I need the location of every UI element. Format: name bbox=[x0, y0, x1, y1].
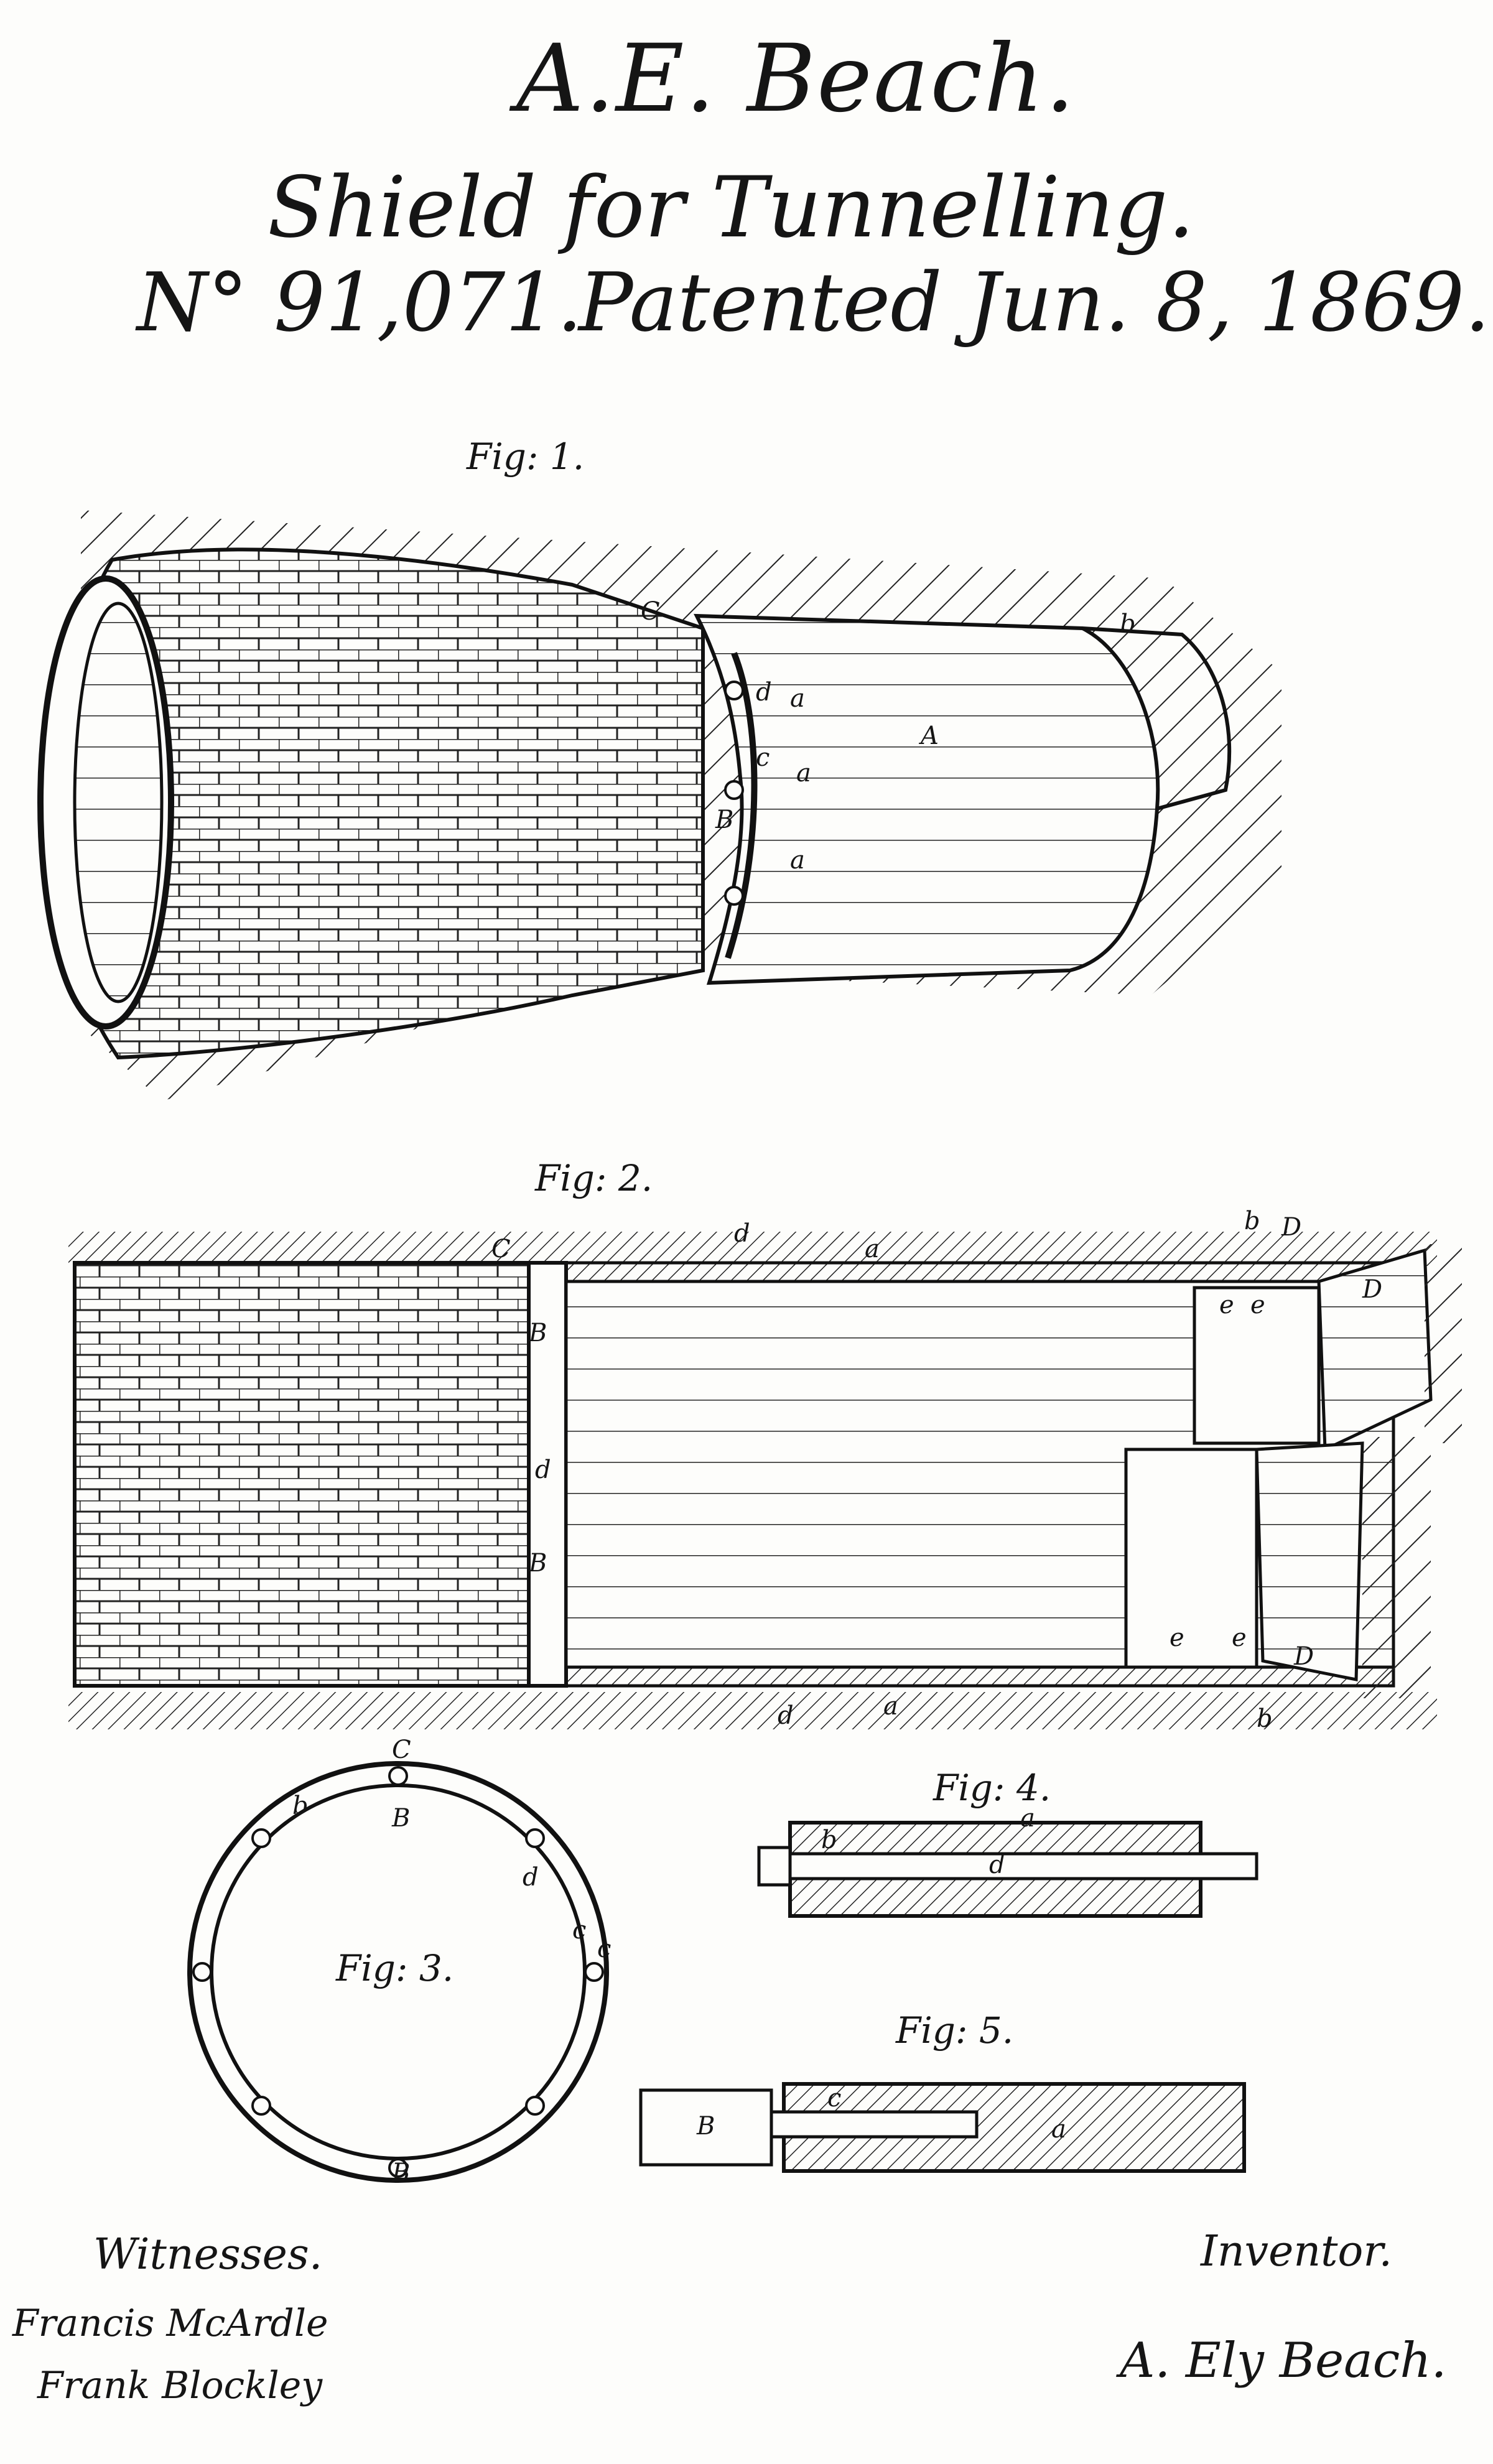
fig2-ref-e3: e bbox=[1170, 1624, 1184, 1652]
fig2-ref-e4: e bbox=[1232, 1624, 1247, 1652]
inventor-label: Inventor. bbox=[1201, 2227, 1393, 2276]
fig5-ref-a: a bbox=[1051, 2115, 1066, 2144]
fig2-lower-cutter bbox=[1255, 1441, 1364, 1682]
fig3-hole-tr bbox=[525, 1828, 545, 1848]
fig2-label: Fig: 2. bbox=[535, 1157, 653, 1199]
patent-date: Patented Jun. 8, 1869. bbox=[579, 255, 1491, 350]
fig3-hole-left bbox=[192, 1962, 212, 1982]
fig1-bolt-3 bbox=[724, 886, 744, 906]
fig4-label: Fig: 4. bbox=[933, 1767, 1051, 1809]
fig3-hole-top bbox=[388, 1766, 408, 1786]
fig2-lower-cutter-plate bbox=[1124, 1448, 1258, 1669]
figure-3 bbox=[187, 1761, 609, 2183]
fig2-ref-b-bot: b bbox=[1257, 1704, 1273, 1733]
invention-title: Shield for Tunnelling. bbox=[267, 159, 1195, 256]
fig2-ref-e1: e bbox=[1219, 1291, 1234, 1319]
fig3-ref-B-bot: B bbox=[392, 2159, 411, 2187]
fig1-shield-front bbox=[1082, 626, 1232, 811]
fig2-top-earth bbox=[68, 1232, 1437, 1266]
fig3-hole-tl bbox=[251, 1828, 271, 1848]
fig2-ref-d-mid: d bbox=[535, 1456, 551, 1484]
figure-2 bbox=[68, 1232, 1462, 1729]
fig1-ref-a2: a bbox=[796, 759, 811, 788]
fig3-hole-bl bbox=[251, 2096, 271, 2116]
fig2-face-earth-upper bbox=[1425, 1244, 1462, 1443]
fig1-bolt-2 bbox=[724, 780, 744, 800]
fig2-top-shell bbox=[564, 1261, 1395, 1283]
fig2-ref-a-top: a bbox=[865, 1235, 880, 1263]
fig3-ref-C: C bbox=[392, 1736, 411, 1764]
fig1-label: Fig: 1. bbox=[467, 435, 585, 478]
figure-5 bbox=[639, 2082, 1246, 2173]
fig3-ref-c: c bbox=[572, 1916, 587, 1945]
fig5-ref-c: c bbox=[827, 2084, 842, 2113]
fig2-ref-d-bot: d bbox=[778, 1701, 794, 1730]
fig2-ref-D-top2: D bbox=[1362, 1275, 1383, 1304]
fig1-ref-B: B bbox=[715, 806, 734, 834]
fig1-bolt-1 bbox=[724, 681, 744, 700]
fig1-ref-b: b bbox=[1120, 610, 1136, 638]
fig3-hole-br bbox=[525, 2096, 545, 2116]
fig1-ref-a1: a bbox=[790, 684, 805, 713]
fig2-ref-D-bot: D bbox=[1294, 1642, 1314, 1671]
fig4-ref-b: b bbox=[821, 1826, 837, 1854]
witness-signature-2: Frank Blockley bbox=[37, 2364, 323, 2407]
witness-signature-1: Francis McArdle bbox=[12, 2302, 328, 2345]
patent-number: N° 91,071. bbox=[137, 255, 583, 350]
fig1-ref-a3: a bbox=[790, 846, 805, 875]
fig4-ref-d: d bbox=[989, 1851, 1005, 1879]
fig5-screw bbox=[770, 2110, 979, 2139]
fig5-label: Fig: 5. bbox=[896, 2009, 1014, 2052]
fig2-ref-B1: B bbox=[529, 1319, 547, 1347]
fig1-tunnel-interior bbox=[73, 602, 164, 1003]
fig4-rod bbox=[788, 1852, 1258, 1881]
figure-4 bbox=[757, 1821, 1258, 1918]
figure-1 bbox=[37, 510, 1281, 1101]
fig3-ref-c2: c bbox=[597, 1935, 612, 1963]
fig2-face-earth-lower bbox=[1362, 1437, 1431, 1698]
fig2-ref-D-top: D bbox=[1281, 1213, 1302, 1242]
fig2-brick-lining bbox=[73, 1261, 531, 1688]
fig1-ref-d: d bbox=[756, 678, 772, 707]
fig4-ref-a: a bbox=[1020, 1804, 1035, 1833]
fig4-rod-head bbox=[757, 1846, 792, 1887]
fig3-hole-right bbox=[584, 1962, 604, 1982]
fig3-ref-d: d bbox=[523, 1863, 539, 1892]
fig3-label: Fig: 3. bbox=[336, 1947, 454, 1989]
fig1-flange-ring bbox=[725, 652, 758, 959]
fig3-hole-bottom bbox=[388, 2158, 408, 2178]
fig1-ref-c2: c bbox=[756, 743, 770, 772]
witnesses-label: Witnesses. bbox=[93, 2230, 323, 2279]
fig1-ref-A: A bbox=[921, 722, 939, 750]
fig2-ref-e2: e bbox=[1250, 1291, 1265, 1319]
fig2-ref-B2: B bbox=[529, 1549, 547, 1578]
fig5-bolt-head bbox=[639, 2088, 773, 2167]
fig2-upper-cutter-plate bbox=[1193, 1286, 1321, 1445]
fig5-ref-B: B bbox=[697, 2112, 715, 2141]
fig2-ref-a-bot: a bbox=[883, 1692, 898, 1721]
fig2-bottom-shell bbox=[564, 1665, 1395, 1688]
inventor-name-heading: A.E. Beach. bbox=[516, 25, 1076, 133]
fig1-ref-c: C bbox=[641, 597, 660, 626]
fig3-ref-b: b bbox=[292, 1792, 309, 1820]
fig2-ref-b-top: b bbox=[1244, 1207, 1260, 1235]
fig2-ref-d-top: d bbox=[734, 1219, 750, 1248]
fig2-ref-C: C bbox=[491, 1235, 511, 1263]
fig2-bottom-earth bbox=[68, 1692, 1437, 1729]
fig1-shield-body bbox=[694, 613, 1160, 985]
inventor-signature: A. Ely Beach. bbox=[1120, 2333, 1447, 2389]
fig2-ring-b bbox=[527, 1261, 568, 1688]
fig3-ref-B-top: B bbox=[392, 1804, 411, 1833]
